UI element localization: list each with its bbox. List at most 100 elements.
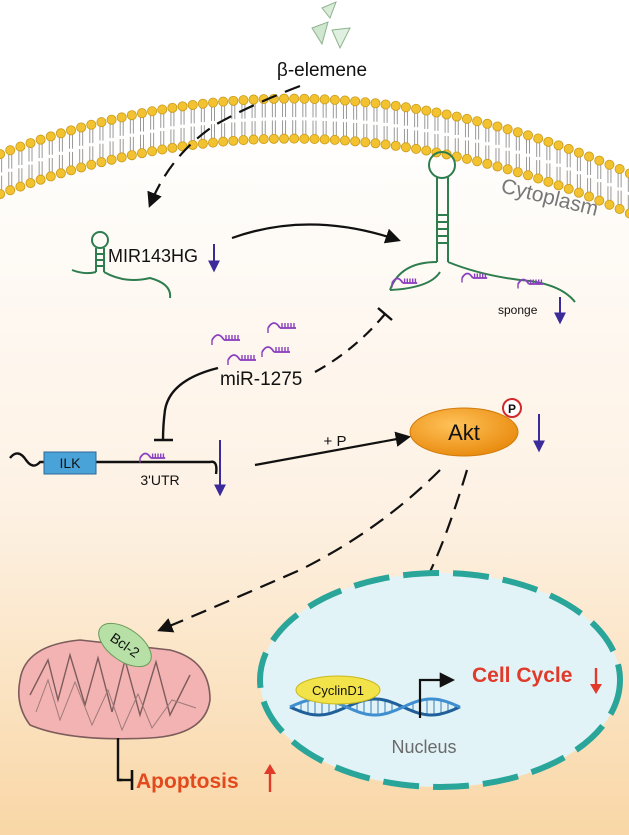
lipid-head [207,137,218,148]
mirna-icon [139,452,166,463]
lipid-head [45,131,56,142]
cell-membrane [0,93,629,219]
sponge-label: sponge [498,303,538,317]
lipid-tail [617,173,622,206]
lipid-tail [424,114,429,147]
lipid-head [604,199,615,210]
lipid-head [614,204,625,215]
lipid-head [177,101,188,112]
lipid-tail [170,111,175,144]
utr-label: 3'UTR [140,472,179,488]
dna-strand [289,697,461,717]
lipid-tail [444,118,449,151]
transcription-start-arrow [418,672,456,718]
lipid-head [573,147,584,158]
lipid-head [309,133,320,144]
lipid-head [522,130,533,141]
lipid-tail [119,121,124,154]
lipid-head [248,134,259,145]
mir143hg-label: MIR143HG [108,246,198,266]
lipid-head [411,143,422,154]
lipid-head [116,152,127,163]
lipid-head [502,124,513,135]
lipid-head [309,94,320,105]
lipid-head [228,135,239,146]
lipid-tail [48,140,53,173]
lipid-tail [587,160,592,193]
lipid-tail [160,113,165,146]
lipid-head [157,104,168,115]
lipid-tail [627,177,629,210]
lipid-head [482,158,493,169]
lipid-head [492,121,503,132]
lipid-head [390,140,401,151]
lipid-head [0,189,6,200]
lipid-head [533,133,544,144]
lipid-tail [18,150,23,183]
free-mirnas [211,322,296,365]
lipid-head [360,137,371,148]
lipid-head [431,107,442,118]
lipid-tail [332,103,337,136]
lipid-head [553,140,564,151]
lipid-head [66,165,77,176]
cell-cycle-down-arrowhead [590,684,602,694]
phospho-badge-label: P [508,402,516,416]
lipid-head [218,136,229,147]
lipid-tail [261,103,266,136]
lipid-tail [231,104,236,137]
lipid-head [136,108,147,119]
lipid-head [380,139,391,150]
lipid-head [533,173,544,184]
lipid-tail [475,125,480,158]
lipid-head [472,116,483,127]
lipid-tail [282,102,287,135]
lipid-tail [434,116,439,149]
mirna-icon [391,277,418,288]
lipid-head [157,144,168,155]
lipid-head [279,133,290,144]
lipid-head [5,185,16,196]
mirna-icon [267,322,296,333]
lipid-head [624,208,629,219]
bcl2-node [98,622,152,668]
lipid-head [289,133,300,144]
lipid-head [461,113,472,124]
lipid-head [15,141,26,152]
lipid-tail [38,143,43,176]
lipid-head [207,97,218,108]
lipid-head [614,164,625,175]
drug-to-lncrna-arrow [147,84,301,208]
lipid-head [106,154,117,165]
lipid-head [76,122,87,133]
ilk-mrna-strand [9,452,218,475]
lipid-head [167,142,178,153]
lipid-head [197,138,208,149]
lipid-head [604,159,615,170]
lipid-tail [99,126,104,159]
lipid-head [187,99,198,110]
lipid-head [319,94,330,105]
lipid-head [96,117,107,128]
lipid-head [147,106,158,117]
lipid-tail [597,164,602,197]
akt-label: Akt [448,420,480,445]
lipid-tail [373,107,378,140]
lipid-head [543,176,554,187]
lipid-head [350,136,361,147]
lipid-head [573,187,584,198]
lipid-tail [271,102,276,135]
lipid-tail [221,105,226,138]
lipid-tail [8,154,13,187]
lipid-tail [69,134,74,167]
lipid-tail [190,108,195,141]
utr-bound-mirna [139,452,166,463]
lipid-head [86,159,97,170]
lipid-head [106,114,117,125]
akt-to-bcl2-arrow [157,469,441,633]
lipid-head [350,96,361,107]
lipid-head [86,119,97,130]
lipid-tail [556,149,561,182]
lipid-head [553,180,564,191]
phospho-badge-icon [502,398,522,418]
